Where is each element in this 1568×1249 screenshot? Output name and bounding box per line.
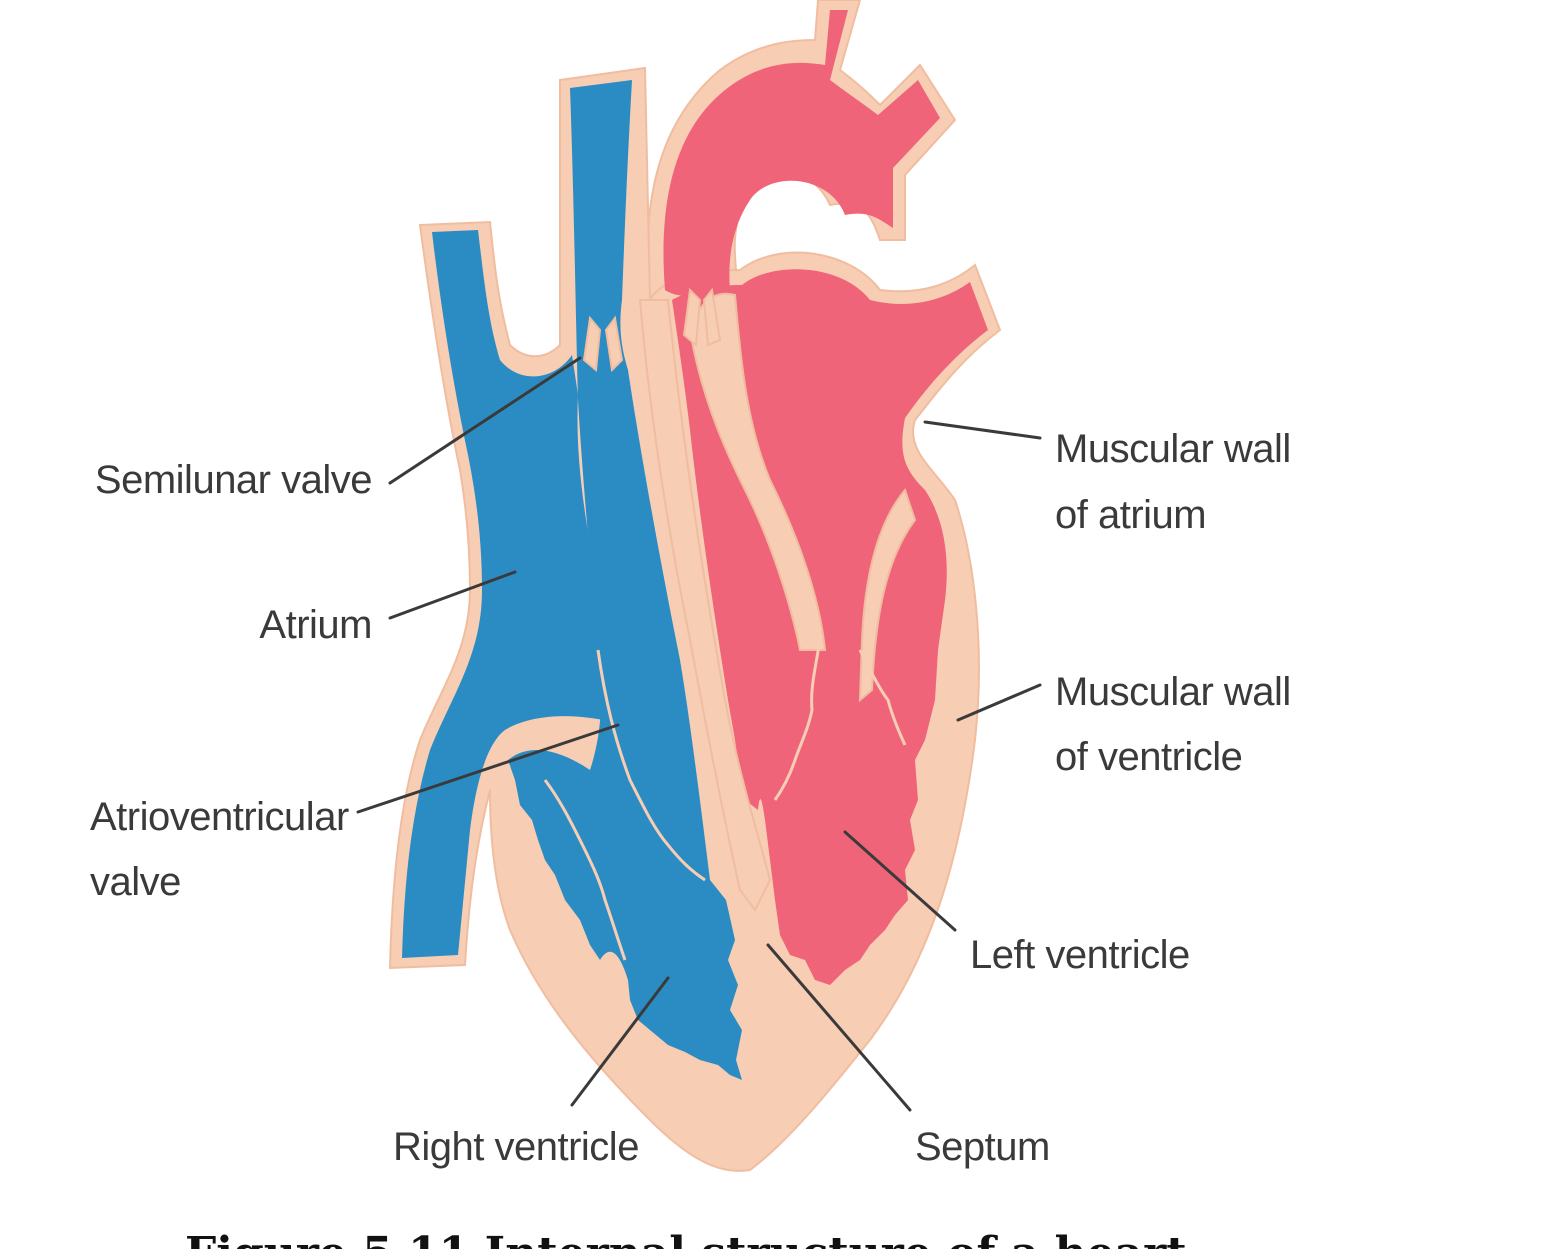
label-atrium: Atrium [259,603,372,647]
chordae-tendineae [543,639,907,961]
leader-atrioventricular-valve [356,723,620,814]
label-right-ventricle: Right ventricle [393,1125,639,1169]
left-septal-divider [688,292,827,651]
label-semilunar-valve: Semilunar valve [95,458,372,502]
label-muscular-wall-ventricle-line1: Muscular wall [1055,670,1291,714]
label-muscular-wall-ventricle-line2: of ventricle [1055,735,1242,779]
leader-atrium [388,570,517,620]
aorta-lumen [663,10,940,296]
leader-semilunar-valve [388,356,582,485]
left-ventricle-papillary-wall [858,487,917,703]
label-muscular-wall-atrium-line2: of atrium [1055,493,1206,537]
label-septum: Septum [915,1125,1050,1169]
labels: Semilunar valve Atrium Atrioventricular … [90,427,1291,1169]
heart-illustration [388,0,1002,1172]
pulmonary-artery-column [508,80,742,1080]
aortic-valve-flaps [682,287,722,347]
label-muscular-wall-atrium-line1: Muscular wall [1055,427,1291,471]
label-atrioventricular-valve-line1: Atrioventricular [90,795,349,839]
leader-lines [356,356,1042,1112]
label-atrioventricular-valve-line2: valve [90,860,181,904]
septum-wall [638,299,772,912]
leader-septum [766,943,912,1112]
label-left-ventricle: Left ventricle [970,933,1190,977]
figure-caption: Figure 5.11 Internal structure of a hear… [185,1228,1187,1249]
leader-left-ventricle [843,830,957,932]
leader-muscular-wall-atrium [923,420,1042,440]
leader-right-ventricle [570,976,670,1107]
leader-muscular-wall-ventricle [956,683,1042,722]
right-atrium-and-vena-cava [402,230,612,958]
pulmonary-valve-flaps [582,315,624,373]
